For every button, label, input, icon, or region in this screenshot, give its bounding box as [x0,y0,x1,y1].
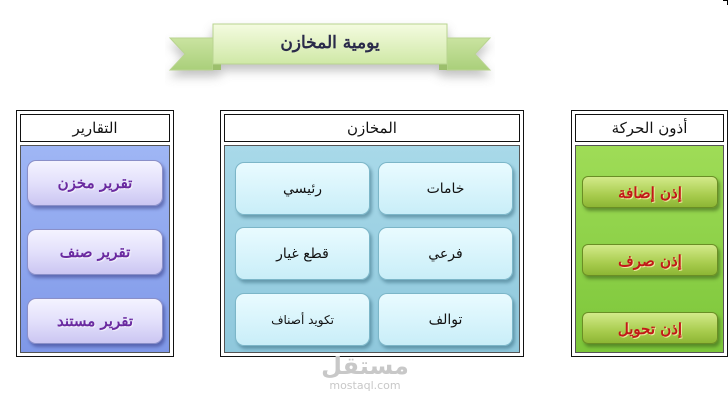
spare-parts-button[interactable]: قطع غيار [235,227,370,280]
ribbon-shape [168,23,492,71]
movement-permits-header: أذون الحركة [575,114,724,142]
raw-materials-button[interactable]: خامات [378,162,513,215]
movement-permits-panel: أذون الحركة إذن إضافة إذن صرف إذن تحويل [571,110,728,357]
stores-header: المخازن [224,114,520,142]
transfer-permit-button[interactable]: إذن تحويل [582,312,718,344]
corner-mark [723,0,728,5]
item-coding-button[interactable]: تكويد أصناف [235,293,370,346]
store-report-button[interactable]: تقرير مخزن [27,160,163,206]
document-report-button[interactable]: تقرير مستند [27,298,163,344]
title-banner: يومية المخازن [165,14,495,94]
page-title: يومية المخازن [280,33,380,53]
stores-panel: المخازن رئيسي خامات قطع غيار فرعي تكويد … [220,110,524,357]
reports-header: التقارير [20,114,170,142]
watermark-logo: مستقل [321,352,409,380]
damaged-goods-button[interactable]: توالف [378,293,513,346]
branch-store-button[interactable]: فرعي [378,227,513,280]
main-store-button[interactable]: رئيسي [235,162,370,215]
addition-permit-button[interactable]: إذن إضافة [582,176,718,208]
issue-permit-button[interactable]: إذن صرف [582,244,718,276]
item-report-button[interactable]: تقرير صنف [27,229,163,275]
reports-panel: التقارير تقرير مخزن تقرير صنف تقرير مستن… [16,110,174,357]
movement-permits-body: إذن إضافة إذن صرف إذن تحويل [575,145,724,353]
stores-body: رئيسي خامات قطع غيار فرعي تكويد أصناف تو… [224,145,520,353]
watermark: مستقل mostaql.com [300,352,430,392]
reports-body: تقرير مخزن تقرير صنف تقرير مستند [20,145,170,353]
watermark-url: mostaql.com [329,379,401,392]
